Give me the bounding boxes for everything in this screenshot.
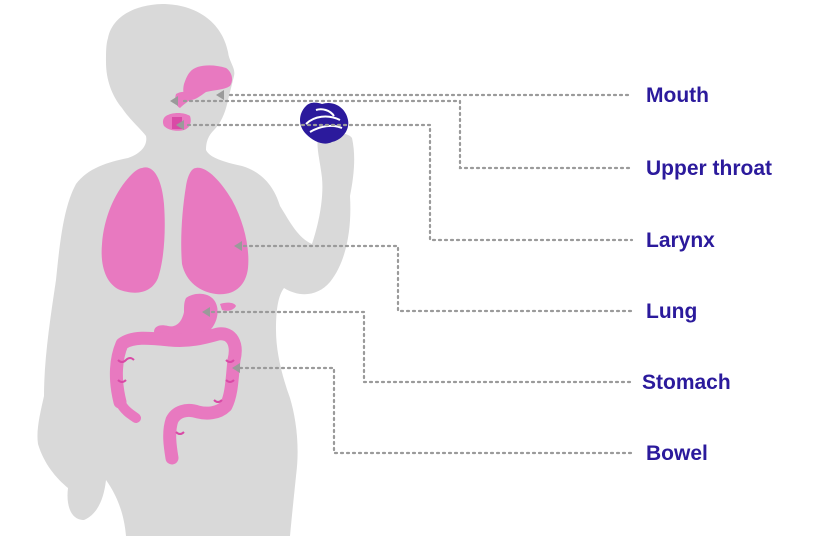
leader-bowel: [240, 368, 632, 453]
label-larynx: Larynx: [646, 229, 715, 253]
virus-ball-icon: [300, 103, 348, 144]
leader-upper-throat: [184, 101, 632, 168]
label-mouth: Mouth: [646, 84, 709, 108]
label-lung: Lung: [646, 300, 697, 324]
label-stomach: Stomach: [642, 371, 731, 395]
label-upper-throat: Upper throat: [646, 157, 772, 181]
label-bowel: Bowel: [646, 442, 708, 466]
